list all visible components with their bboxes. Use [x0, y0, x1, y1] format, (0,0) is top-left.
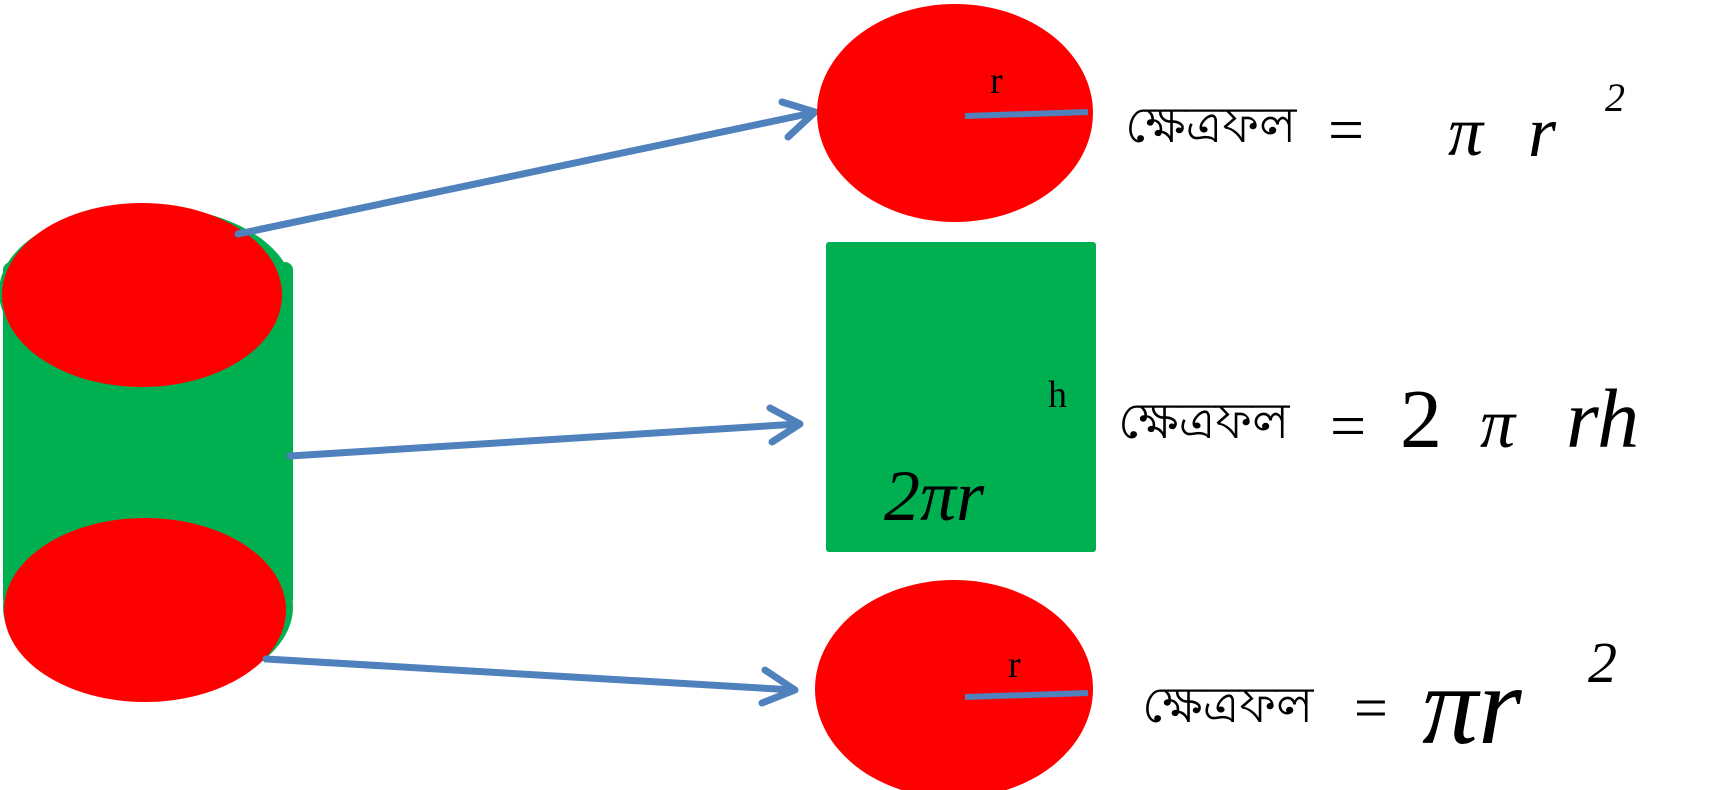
- rectangle-pi: π: [1480, 386, 1516, 463]
- rectangle-width-label: 2πr: [884, 456, 985, 536]
- rectangle-height-label: h: [1048, 374, 1067, 416]
- top-circle-radius: [964, 109, 1089, 119]
- arrow-to-top-circle: [234, 98, 819, 238]
- cylinder-bottom-base: [4, 518, 286, 702]
- rectangle-rh: rh: [1566, 373, 1640, 466]
- bottom-circle-radius: [964, 690, 1089, 700]
- cylinder-top-base: [2, 203, 282, 387]
- arrow-to-bottom-circle: [262, 655, 799, 707]
- top-circle-radius-label: r: [990, 60, 1003, 102]
- bottom-area-word: ক্ষেত্রফল: [1142, 676, 1314, 734]
- top-circle: [817, 4, 1093, 222]
- top-pi: π: [1448, 94, 1484, 171]
- bottom-equals: =: [1354, 675, 1388, 741]
- top-exponent: 2: [1605, 75, 1625, 120]
- bottom-exponent: 2: [1588, 630, 1617, 695]
- bottom-pi-r: πr: [1422, 644, 1522, 768]
- top-r: r: [1528, 92, 1557, 172]
- rectangle-two: 2: [1400, 373, 1442, 466]
- rectangle-area-word: ক্ষেত্রফল: [1118, 392, 1290, 450]
- top-area-word: ক্ষেত্রফল: [1125, 96, 1297, 154]
- bottom-circle-radius-label: r: [1008, 644, 1021, 686]
- top-equals: =: [1328, 94, 1365, 165]
- bottom-circle: [815, 580, 1093, 790]
- arrow-to-rectangle: [286, 404, 804, 460]
- rectangle-equals: =: [1330, 390, 1367, 461]
- lateral-rectangle: [826, 242, 1096, 552]
